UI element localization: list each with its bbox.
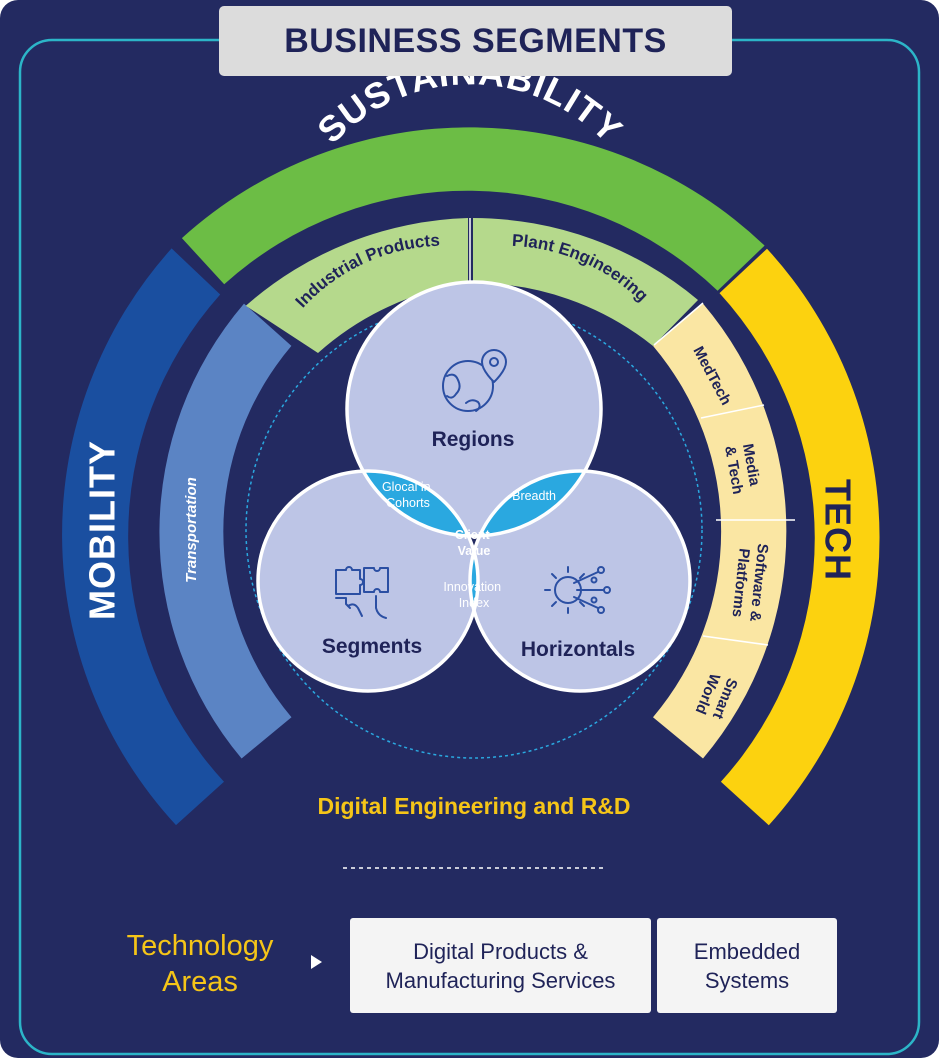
- tech-label: TECH: [817, 479, 858, 581]
- technology-areas-label: Technology Areas: [105, 928, 295, 1000]
- digital-products-line1: Digital Products &: [413, 938, 588, 964]
- digital-products-line2: Manufacturing Services: [385, 967, 616, 993]
- embedded-systems-line1: Embedded: [693, 938, 801, 964]
- digital-engineering-label: Digital Engineering and R&D: [317, 793, 630, 819]
- transportation-label: Transportation: [183, 477, 200, 583]
- embedded-systems-line2: Systems: [704, 967, 790, 993]
- regions-label: Regions: [432, 428, 515, 451]
- breadth-label: Breadth: [512, 489, 556, 503]
- segments-label: Segments: [322, 635, 422, 658]
- client-value-label: Client Value: [455, 528, 493, 558]
- embedded-systems-box: Embedded Systems: [657, 918, 837, 1013]
- horizontals-label: Horizontals: [521, 638, 635, 661]
- gear-network-icon: [544, 566, 611, 614]
- transportation-segment: [159, 303, 292, 759]
- industrial-products-segment: [245, 218, 468, 353]
- innovation-label: Innovation Index: [443, 580, 504, 610]
- regions-circle: [347, 282, 601, 536]
- mobility-label: MOBILITY: [82, 440, 123, 620]
- mobility-ring: [62, 248, 225, 826]
- venn-guide-ring: [245, 301, 703, 759]
- digital-products-box: Digital Products & Manufacturing Service…: [350, 918, 651, 1013]
- plant-engineering-segment: [473, 218, 698, 346]
- sustainability-ring: [181, 127, 765, 291]
- technology-areas-label-line2: Areas: [162, 966, 238, 998]
- technology-areas-label-line1: Technology: [126, 930, 274, 962]
- glocal-label: Glocal in Cohorts: [382, 480, 434, 510]
- puzzle-hands-icon: [335, 566, 389, 619]
- tech-ring: [719, 248, 880, 826]
- page-title: BUSINESS SEGMENTS: [219, 6, 732, 76]
- globe-pin-icon: [442, 349, 507, 412]
- tech-inner-segment: [653, 303, 787, 759]
- arrow-right-icon: [311, 955, 322, 969]
